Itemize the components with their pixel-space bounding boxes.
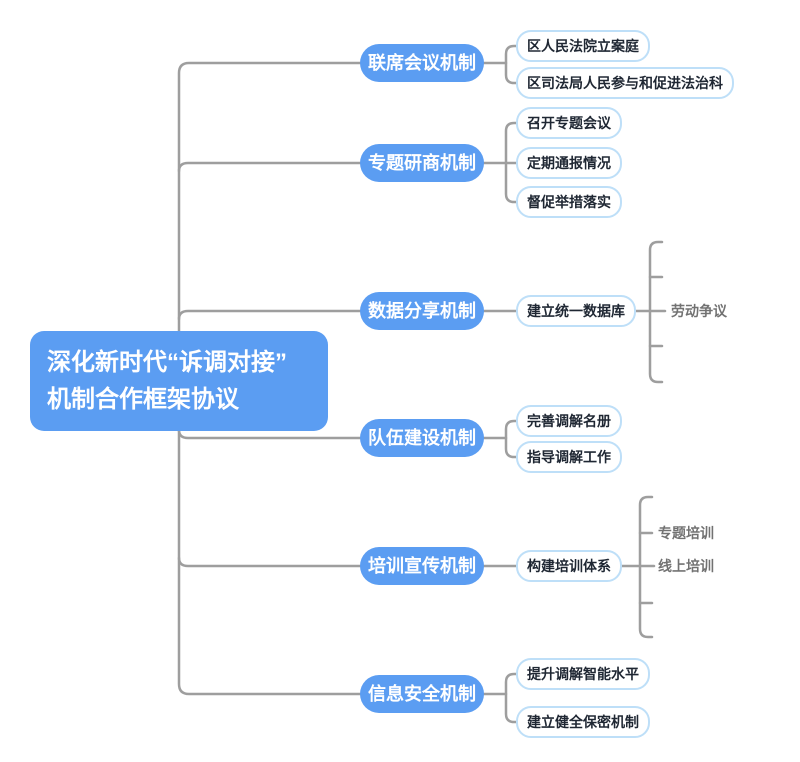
child-node[interactable]: 完善调解名册 xyxy=(516,405,622,437)
child-node[interactable]: 区人民法院立案庭 xyxy=(516,30,650,62)
child-node[interactable]: 区司法局人民参与和促进法治科 xyxy=(516,67,734,99)
ghost-grandchild-node[interactable]: 线上培训 xyxy=(658,558,714,574)
child-node[interactable]: 提升调解智能水平 xyxy=(516,658,650,690)
connector-branch-2-children xyxy=(504,121,522,204)
root-node[interactable]: 深化新时代“诉调对接” 机制合作框架协议 xyxy=(30,331,328,431)
ghost-grandchild-node[interactable]: 专题培训 xyxy=(658,525,714,541)
connector-root-branch-6 xyxy=(177,423,367,696)
branch-node-joint-meeting[interactable]: 联席会议机制 xyxy=(360,44,484,82)
branch-node-data-sharing[interactable]: 数据分享机制 xyxy=(360,292,484,330)
child-node[interactable]: 建立健全保密机制 xyxy=(516,706,650,738)
child-node[interactable]: 召开专题会议 xyxy=(516,107,622,139)
connector-root-branch-2 xyxy=(177,161,367,173)
child-node[interactable]: 构建培训体系 xyxy=(516,550,622,582)
child-node[interactable]: 定期通报情况 xyxy=(516,147,622,179)
connector-root-branch-3 xyxy=(177,309,367,321)
child-node[interactable]: 建立统一数据库 xyxy=(516,295,636,327)
connector-branch-6-children xyxy=(504,672,522,724)
connector-root-branch-4 xyxy=(177,428,367,440)
child-node[interactable]: 指导调解工作 xyxy=(516,441,622,473)
ghost-grandchild-node[interactable]: 劳动争议 xyxy=(671,303,727,319)
child-node[interactable]: 督促举措落实 xyxy=(516,186,622,218)
connector-branch-4-children xyxy=(504,419,522,459)
branch-node-team-building[interactable]: 队伍建设机制 xyxy=(360,419,484,457)
branch-node-info-security[interactable]: 信息安全机制 xyxy=(360,675,484,713)
connector-root-branch-5 xyxy=(177,556,367,568)
branch-node-special-research[interactable]: 专题研商机制 xyxy=(360,144,484,182)
connector-branch-1-children xyxy=(504,44,522,85)
branch-node-training-publicity[interactable]: 培训宣传机制 xyxy=(360,547,484,585)
connector-root-branch-1 xyxy=(177,61,367,342)
